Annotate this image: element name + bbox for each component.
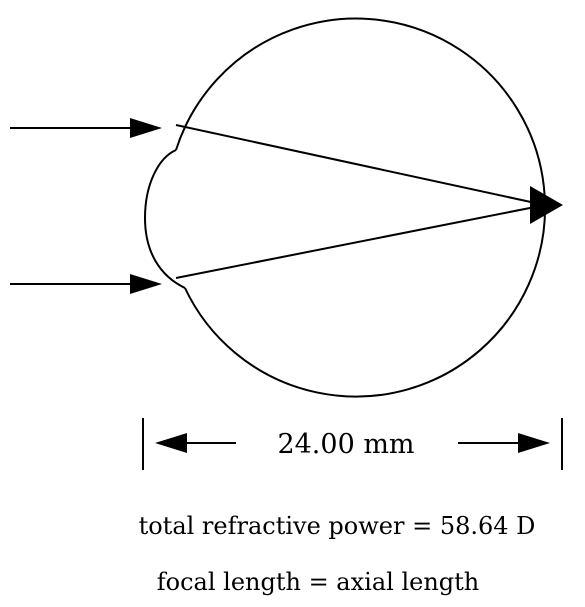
dimension-arrowhead-right [518, 433, 550, 453]
eyeball-outline [175, 17, 547, 398]
incoming-ray-top-arrowhead [130, 118, 162, 138]
incoming-ray-bottom-arrowhead [130, 274, 162, 294]
cornea-outline [143, 149, 186, 289]
caption-refractive-power: total refractive power = 58.64 D [139, 512, 536, 540]
dimension-label: 24.00 mm [277, 429, 414, 460]
dimension-arrowhead-left [155, 433, 187, 453]
refracted-ray-bottom [175, 205, 541, 279]
focal-point-arrowhead [530, 186, 563, 224]
caption-focal-length: focal length = axial length [157, 568, 480, 596]
refracted-ray-top [175, 124, 541, 205]
